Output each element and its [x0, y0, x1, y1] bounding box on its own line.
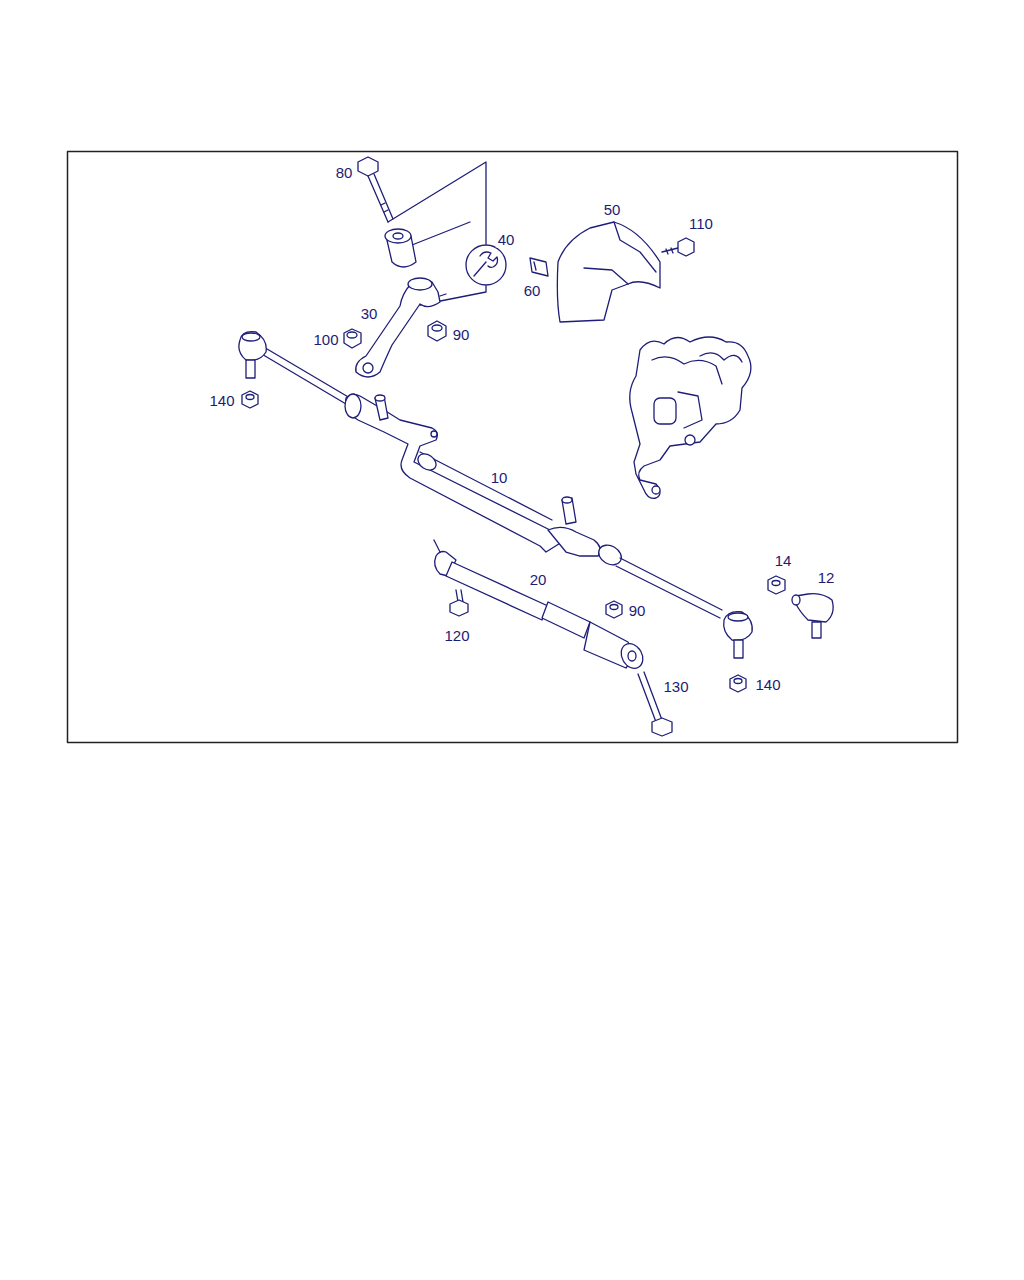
callout-number: 100 — [311, 331, 340, 348]
callout-number: 140 — [753, 676, 782, 693]
callout-number: 50 — [602, 201, 623, 218]
callout-number: 12 — [816, 569, 837, 586]
callout-number: 80 — [334, 164, 355, 181]
callout-number: 130 — [661, 678, 690, 695]
callout-number: 60 — [522, 282, 543, 299]
callout-number: 90 — [627, 602, 648, 619]
callout-number: 20 — [528, 571, 549, 588]
callout-number: 110 — [687, 215, 715, 232]
callout-number: 30 — [359, 305, 380, 322]
callout-number: 14 — [773, 552, 794, 569]
callout-number: 90 — [451, 326, 472, 343]
callout-number: 40 — [496, 231, 517, 248]
callout-number: 120 — [442, 627, 471, 644]
callout-number: 10 — [489, 469, 510, 486]
callout-number: 140 — [207, 392, 236, 409]
